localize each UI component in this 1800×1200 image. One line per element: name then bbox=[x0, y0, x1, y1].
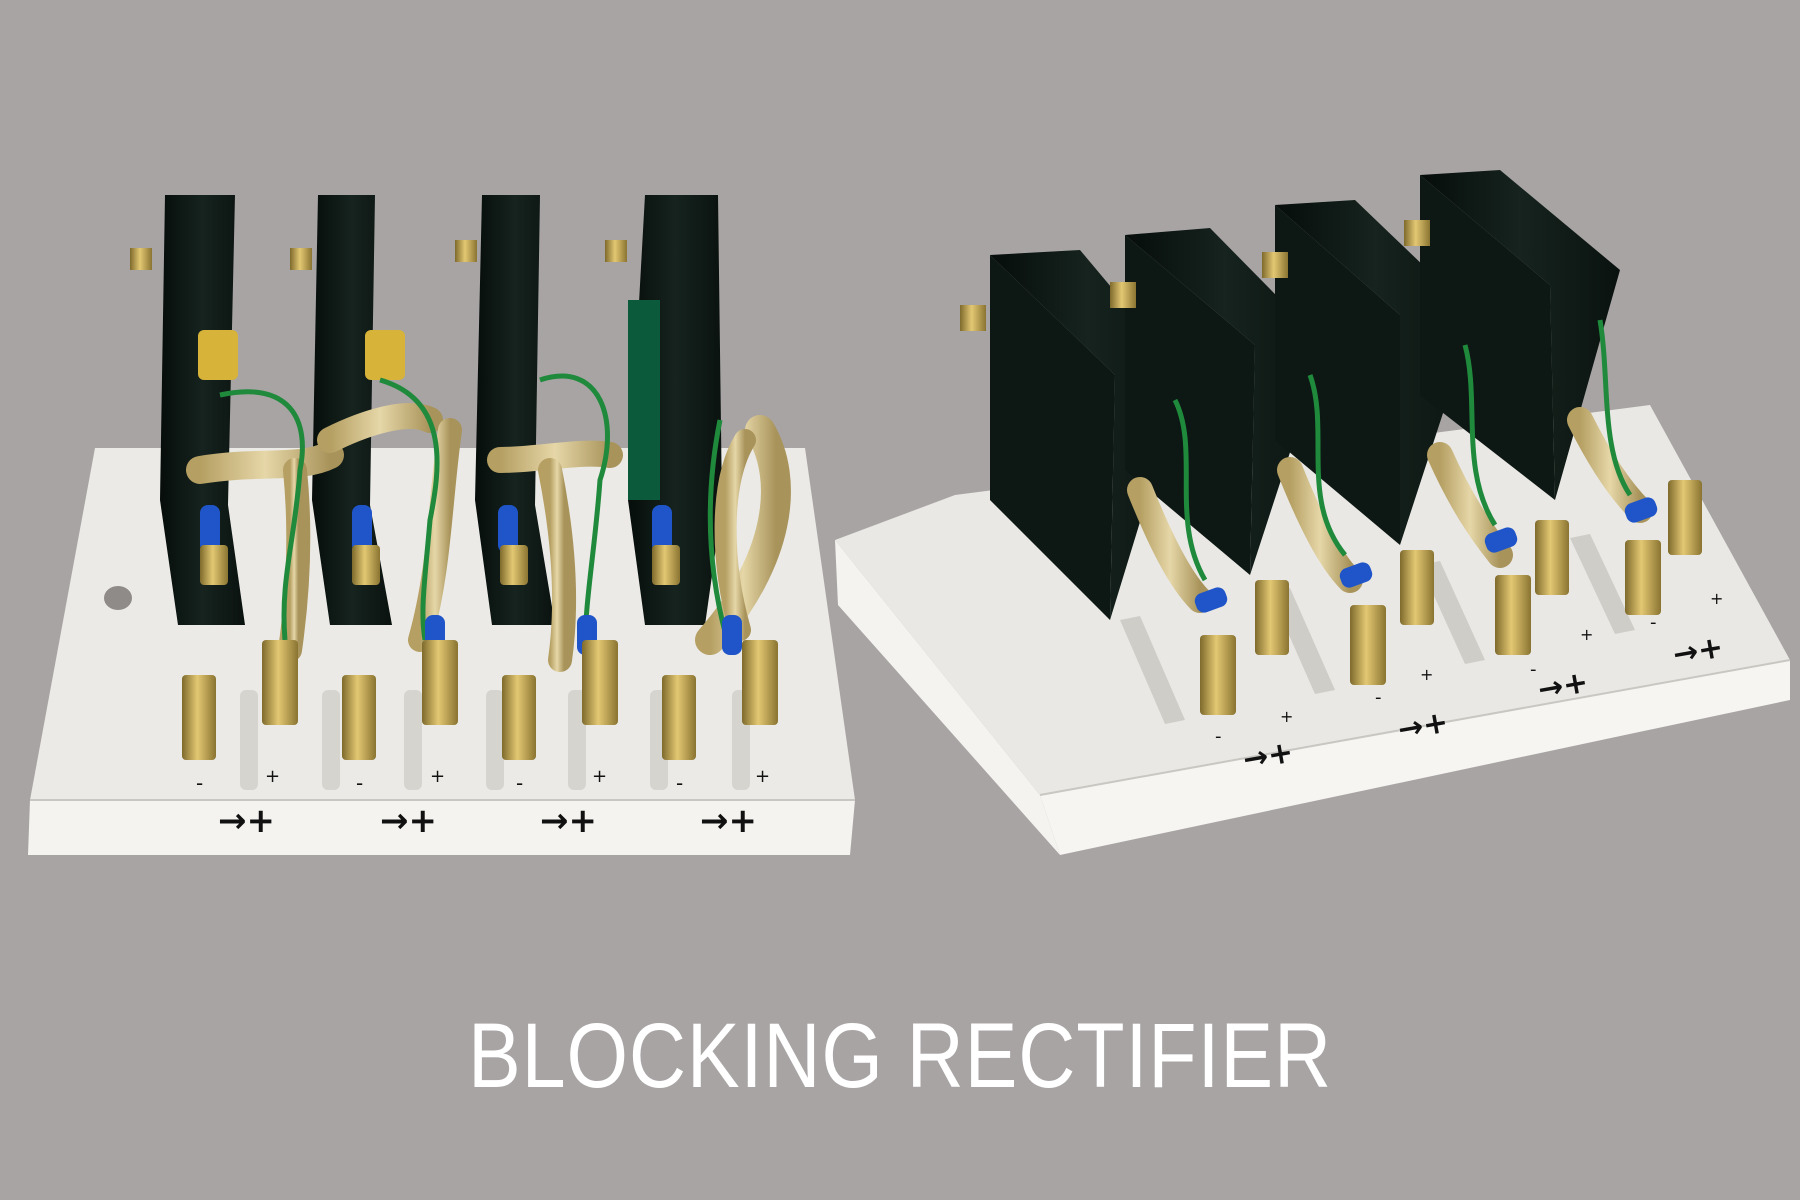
right-base-board bbox=[835, 405, 1791, 855]
left-diode-symbol-1: →+ bbox=[218, 801, 275, 841]
right-mark-8: + bbox=[1710, 589, 1723, 608]
left-heatsink-1 bbox=[130, 195, 245, 625]
right-diode-symbol-2: →+ bbox=[1395, 705, 1451, 748]
product-caption: BLOCKING RECTIFIER bbox=[468, 1005, 1332, 1107]
right-terminal-studs bbox=[1200, 480, 1702, 715]
left-diode-symbol-3: →+ bbox=[540, 801, 597, 841]
left-heatsink-3 bbox=[455, 195, 555, 625]
left-mark-7: - bbox=[676, 771, 683, 795]
capacitor bbox=[365, 330, 405, 380]
mounting-hole bbox=[104, 586, 132, 610]
left-mark-2: + bbox=[265, 766, 280, 787]
left-mark-6: + bbox=[592, 766, 607, 787]
right-terminal-marks: - + - + - + - + bbox=[1215, 589, 1723, 747]
left-heatsink-4 bbox=[605, 195, 722, 625]
right-mark-4: + bbox=[1420, 665, 1433, 684]
right-mark-7: - bbox=[1650, 612, 1657, 633]
right-diode-symbol-3: →+ bbox=[1535, 665, 1591, 708]
left-mark-4: + bbox=[430, 766, 445, 787]
capacitor bbox=[198, 330, 238, 380]
left-diode-symbol-4: →+ bbox=[700, 801, 757, 841]
right-diode-symbol-4: →+ bbox=[1670, 630, 1726, 673]
right-diode-symbols: →+ →+ →+ →+ bbox=[1240, 630, 1726, 778]
left-terminal-marks: - + - + - + - + bbox=[196, 766, 770, 795]
right-mark-5: - bbox=[1530, 659, 1537, 680]
left-mark-1: - bbox=[196, 771, 203, 795]
left-diode-symbols: →+ →+ →+ →+ bbox=[218, 801, 757, 841]
left-diode-symbol-2: →+ bbox=[380, 801, 437, 841]
left-mark-8: + bbox=[755, 766, 770, 787]
right-mark-6: + bbox=[1580, 625, 1593, 644]
left-terminal-studs bbox=[182, 545, 778, 760]
left-mark-5: - bbox=[516, 771, 523, 795]
left-rectifier-unit: - + - + - + - + →+ →+ →+ →+ bbox=[28, 195, 855, 855]
right-heatsinks bbox=[960, 170, 1620, 620]
right-mark-2: + bbox=[1280, 707, 1293, 726]
right-mark-3: - bbox=[1375, 687, 1382, 708]
right-blue-lugs bbox=[1194, 497, 1658, 613]
right-diode-symbol-1: →+ bbox=[1240, 735, 1296, 778]
left-mark-3: - bbox=[356, 771, 363, 795]
right-rectifier-unit: - + - + - + - + →+ →+ →+ →+ bbox=[835, 170, 1791, 855]
right-green-wires bbox=[1172, 319, 1633, 582]
right-mark-1: - bbox=[1215, 726, 1222, 747]
